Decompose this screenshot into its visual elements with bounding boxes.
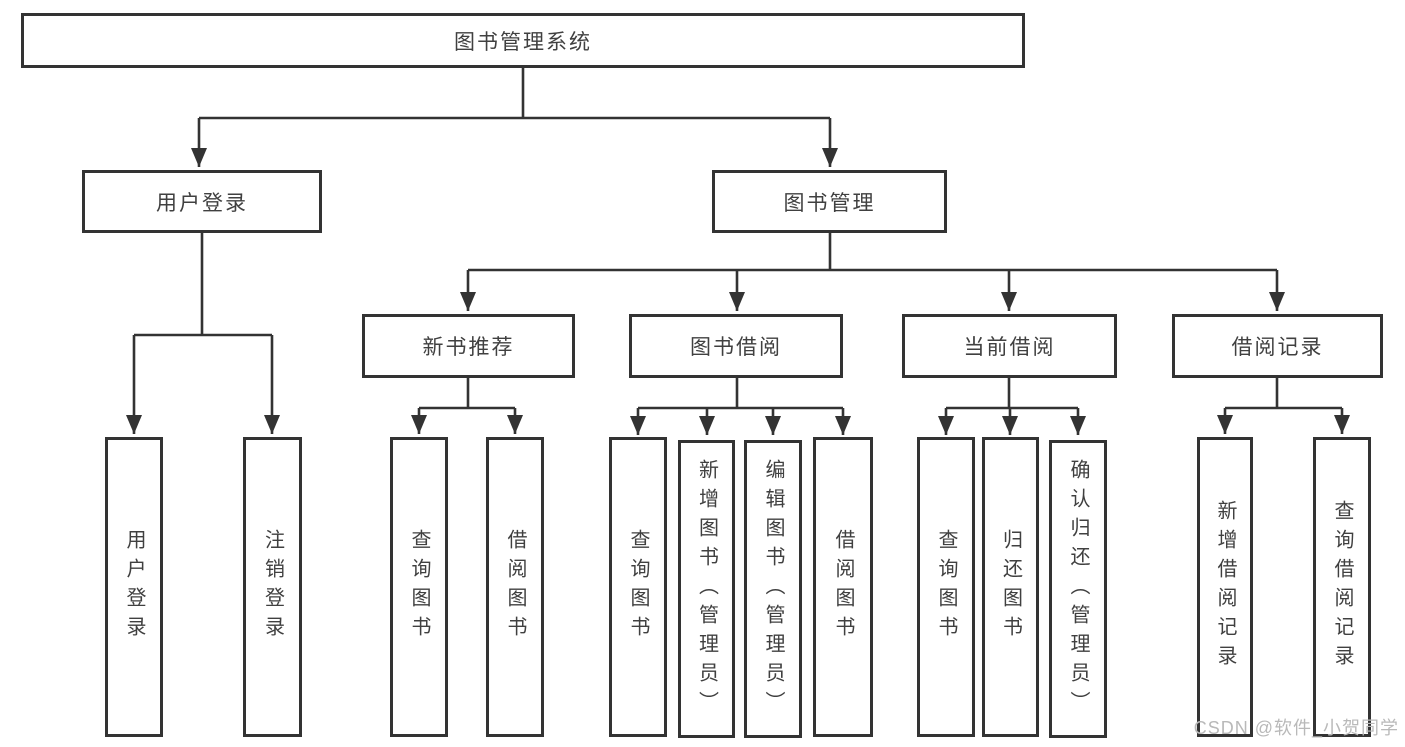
- leaf-label: 借阅图书: [832, 529, 854, 645]
- node-leaf-borrow-books-1: 借阅图书: [486, 437, 544, 737]
- connector-current-borrow-children: [938, 377, 1086, 435]
- connector-book-borrow-children: [630, 377, 851, 435]
- node-user-login: 用户登录: [82, 170, 322, 233]
- node-book-borrow: 图书借阅: [629, 314, 843, 378]
- leaf-label: 编辑图书（管理员）: [762, 458, 784, 720]
- node-leaf-return-books: 归还图书: [982, 437, 1039, 737]
- node-leaf-query-books-1: 查询图书: [390, 437, 448, 737]
- connector-root-to-level1: [191, 66, 838, 167]
- node-leaf-add-borrow-record: 新增借阅记录: [1197, 437, 1253, 737]
- leaf-label: 查询图书: [935, 529, 957, 645]
- connector-new-book-recommend-children: [411, 377, 523, 434]
- node-leaf-user-login: 用户登录: [105, 437, 163, 737]
- leaf-label: 注销登录: [261, 529, 284, 645]
- node-borrow-records: 借阅记录: [1172, 314, 1383, 378]
- leaf-label: 新增借阅记录: [1214, 500, 1236, 674]
- node-leaf-confirm-return-admin: 确认归还（管理员）: [1049, 440, 1107, 738]
- node-leaf-query-books-3: 查询图书: [917, 437, 975, 737]
- leaf-label: 借阅图书: [504, 529, 526, 645]
- node-current-borrow: 当前借阅: [902, 314, 1117, 378]
- node-leaf-edit-books-admin: 编辑图书（管理员）: [744, 440, 802, 738]
- leaf-label: 查询借阅记录: [1331, 500, 1353, 674]
- node-leaf-query-books-2: 查询图书: [609, 437, 667, 737]
- node-leaf-query-borrow-record: 查询借阅记录: [1313, 437, 1371, 737]
- node-leaf-borrow-books-2: 借阅图书: [813, 437, 873, 737]
- leaf-label: 查询图书: [627, 529, 649, 645]
- leaf-label: 新增图书（管理员）: [695, 458, 718, 720]
- leaf-label: 用户登录: [123, 529, 145, 645]
- node-root: 图书管理系统: [21, 13, 1025, 68]
- connector-book-management-children: [460, 232, 1285, 311]
- leaf-label: 归还图书: [999, 529, 1022, 645]
- connector-borrow-records-children: [1217, 377, 1350, 434]
- node-book-management: 图书管理: [712, 170, 947, 233]
- leaf-label: 查询图书: [408, 529, 430, 645]
- node-leaf-add-books-admin: 新增图书（管理员）: [678, 440, 735, 738]
- csdn-watermark: CSDN @软件_小贺同学: [1193, 718, 1399, 738]
- leaf-label: 确认归还（管理员）: [1067, 458, 1089, 720]
- node-new-book-recommend: 新书推荐: [362, 314, 575, 378]
- connector-user-login-children: [126, 232, 280, 434]
- node-leaf-logout: 注销登录: [243, 437, 302, 737]
